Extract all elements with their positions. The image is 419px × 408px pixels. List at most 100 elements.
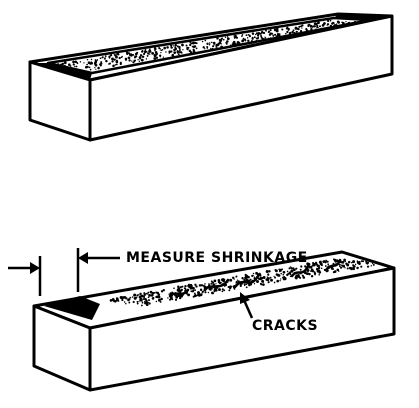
concrete-speck <box>183 287 186 290</box>
concrete-speck <box>168 52 170 54</box>
concrete-speck <box>306 30 308 32</box>
concrete-speck <box>168 50 171 53</box>
concrete-speck <box>127 298 130 302</box>
concrete-speck <box>265 270 269 273</box>
bottom-mold-side <box>88 266 396 392</box>
concrete-speck <box>299 268 302 271</box>
concrete-speck <box>267 37 270 40</box>
concrete-speck <box>115 299 118 302</box>
concrete-speck <box>287 272 290 275</box>
concrete-speck <box>245 276 247 278</box>
concrete-speck <box>282 273 285 276</box>
concrete-speck <box>88 66 91 69</box>
concrete-speck <box>217 279 221 282</box>
concrete-speck <box>332 270 336 274</box>
concrete-speck <box>211 292 215 295</box>
concrete-speck <box>336 268 339 272</box>
concrete-speck <box>178 45 181 48</box>
concrete-speck <box>256 280 259 283</box>
concrete-speck <box>295 31 297 33</box>
concrete-speck <box>226 40 229 43</box>
concrete-speck <box>194 292 196 294</box>
concrete-speck <box>141 50 143 52</box>
concrete-speck <box>262 283 265 286</box>
concrete-speck <box>220 45 223 49</box>
concrete-speck <box>134 52 138 56</box>
concrete-speck <box>131 296 134 298</box>
concrete-speck <box>204 39 207 42</box>
concrete-speck <box>313 264 316 267</box>
concrete-speck <box>320 267 323 269</box>
concrete-speck <box>148 302 151 305</box>
concrete-speck <box>189 51 193 54</box>
concrete-speck <box>286 270 289 273</box>
concrete-speck <box>215 283 217 285</box>
concrete-speck <box>312 25 315 28</box>
concrete-speck <box>68 63 71 66</box>
concrete-speck <box>138 56 142 59</box>
concrete-speck <box>352 264 355 267</box>
concrete-speck <box>300 265 303 268</box>
concrete-speck <box>149 48 151 50</box>
concrete-speck <box>290 267 293 270</box>
concrete-speck <box>317 21 320 25</box>
concrete-speck <box>202 46 205 49</box>
concrete-speck <box>300 25 303 28</box>
concrete-speck <box>126 52 129 56</box>
concrete-speck <box>261 279 265 283</box>
concrete-speck <box>100 61 103 64</box>
concrete-speck <box>318 265 321 267</box>
concrete-speck <box>245 283 248 286</box>
concrete-speck <box>197 293 201 297</box>
concrete-speck <box>283 277 286 280</box>
concrete-speck <box>168 293 170 295</box>
concrete-speck <box>247 39 250 42</box>
concrete-speck <box>121 55 123 58</box>
concrete-speck <box>370 265 373 267</box>
concrete-speck <box>216 37 219 40</box>
concrete-speck <box>349 266 353 270</box>
concrete-speck <box>179 49 181 52</box>
concrete-speck <box>145 58 148 60</box>
concrete-speck <box>123 301 126 303</box>
concrete-speck <box>149 53 151 55</box>
concrete-speck <box>159 301 162 303</box>
concrete-speck <box>195 42 198 45</box>
concrete-speck <box>344 260 347 263</box>
concrete-speck <box>245 278 249 282</box>
concrete-speck <box>278 268 280 271</box>
concrete-speck <box>63 64 66 67</box>
concrete-speck <box>265 29 267 32</box>
concrete-speck <box>298 25 301 28</box>
concrete-speck <box>280 278 282 280</box>
concrete-speck <box>306 272 309 275</box>
concrete-speck <box>310 24 313 28</box>
concrete-speck <box>243 38 247 41</box>
concrete-speck <box>259 282 262 285</box>
concrete-speck <box>138 301 140 303</box>
concrete-speck <box>170 47 172 49</box>
concrete-speck <box>144 49 147 52</box>
concrete-speck <box>192 295 195 298</box>
concrete-speck <box>319 272 321 274</box>
concrete-speck <box>341 21 343 24</box>
concrete-speck <box>277 274 281 277</box>
concrete-speck <box>144 297 147 301</box>
concrete-speck <box>279 33 281 35</box>
concrete-speck <box>247 275 250 279</box>
concrete-speck <box>207 291 210 294</box>
concrete-speck <box>339 266 343 269</box>
concrete-speck <box>279 269 282 272</box>
concrete-speck <box>136 300 139 303</box>
concrete-speck <box>103 57 106 60</box>
concrete-speck <box>162 56 165 58</box>
concrete-speck <box>131 60 133 62</box>
concrete-speck <box>345 22 348 25</box>
concrete-speck <box>256 37 258 40</box>
top-mold-side <box>88 14 394 142</box>
concrete-speck <box>157 293 161 296</box>
concrete-speck <box>267 274 270 276</box>
concrete-speck <box>292 267 295 269</box>
concrete-speck <box>134 59 137 62</box>
